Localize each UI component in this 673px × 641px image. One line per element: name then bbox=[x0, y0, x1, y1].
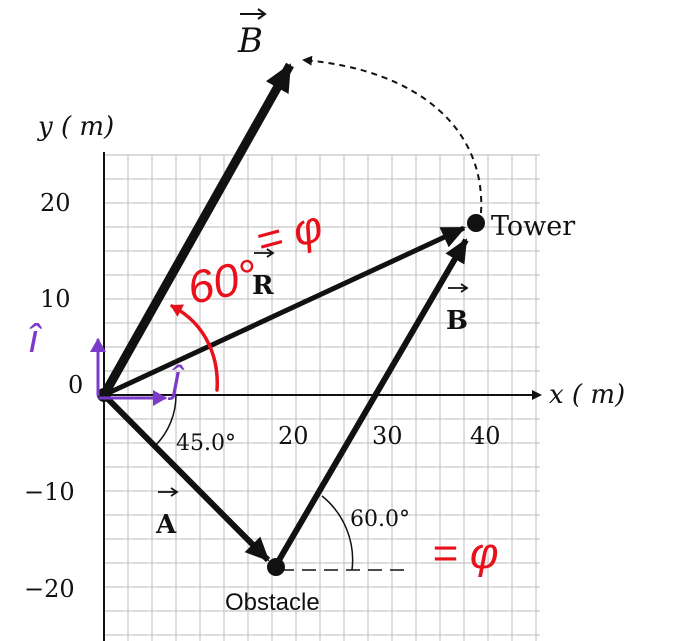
tower-label: Tower bbox=[491, 211, 575, 242]
angle-b-label: 60.0° bbox=[350, 507, 410, 532]
vector-a-label-arrow bbox=[158, 487, 179, 497]
vector-r-label: R bbox=[252, 271, 274, 301]
tower-point bbox=[467, 214, 485, 232]
red-annotations: 60° = φ = φ bbox=[170, 202, 499, 578]
x-tick-30: 30 bbox=[372, 422, 403, 450]
red-angle-arc bbox=[170, 304, 219, 392]
vector-b-top-label-arrow bbox=[240, 8, 267, 20]
angle-a-arc bbox=[154, 394, 177, 447]
y-tick-neg10: −10 bbox=[24, 478, 75, 506]
grid bbox=[103, 154, 540, 641]
obstacle-point bbox=[267, 558, 285, 576]
y-tick-0: 0 bbox=[68, 371, 83, 399]
red-eq-phi-top: = φ bbox=[251, 202, 328, 267]
x-axis-label: x ( m) bbox=[549, 380, 625, 410]
angle-a-label: 45.0° bbox=[176, 431, 236, 456]
vector-r-label-arrow bbox=[254, 248, 275, 258]
vector-a bbox=[101, 392, 271, 563]
x-tick-40: 40 bbox=[470, 422, 501, 450]
y-tick-10: 10 bbox=[40, 285, 71, 313]
rotation-arc bbox=[302, 55, 483, 214]
vector-b-label-arrow bbox=[448, 283, 469, 293]
y-axis-label: y ( m) bbox=[37, 112, 114, 142]
vector-b bbox=[272, 238, 469, 569]
purple-i-label: î bbox=[28, 317, 43, 361]
red-sixty-label: 60° bbox=[183, 249, 262, 314]
vector-r bbox=[102, 225, 466, 398]
vector-a-label: A bbox=[155, 510, 177, 540]
x-tick-20: 20 bbox=[278, 422, 309, 450]
vector-b-top-label: B bbox=[237, 21, 263, 61]
y-tick-20: 20 bbox=[40, 189, 71, 217]
angle-b-arc bbox=[321, 495, 354, 571]
red-eq-phi-bottom: = φ bbox=[432, 529, 499, 578]
y-tick-neg20: −20 bbox=[24, 575, 75, 603]
obstacle-label: Obstacle bbox=[225, 589, 320, 616]
vector-b-label: B bbox=[446, 306, 468, 336]
vector-b-top bbox=[100, 62, 294, 398]
